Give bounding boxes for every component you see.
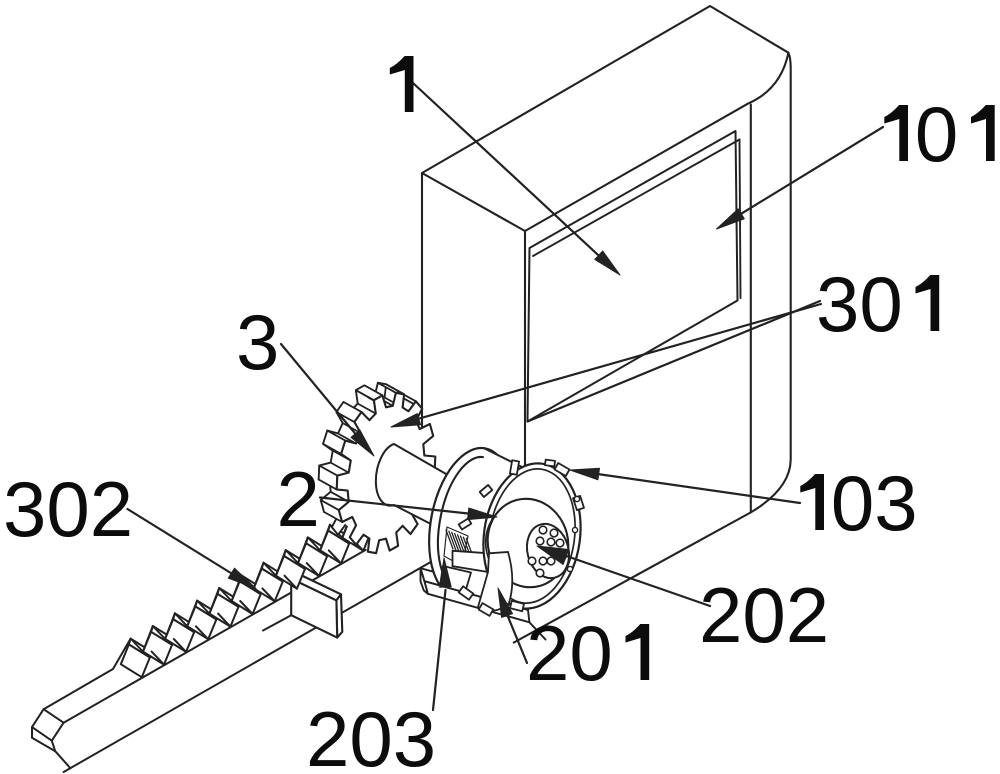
svg-text:0: 0 xyxy=(859,260,902,348)
svg-text:0: 0 xyxy=(46,465,89,553)
svg-text:3: 3 xyxy=(3,465,46,553)
svg-text:2: 2 xyxy=(699,571,742,659)
svg-text:2: 2 xyxy=(277,455,320,543)
svg-text:3: 3 xyxy=(236,298,279,386)
svg-text:0: 0 xyxy=(349,695,392,774)
svg-text:0: 0 xyxy=(831,459,874,547)
svg-text:2: 2 xyxy=(306,695,349,774)
svg-text:3: 3 xyxy=(393,695,436,774)
svg-text:0: 0 xyxy=(915,90,958,178)
svg-text:0: 0 xyxy=(569,609,612,697)
svg-text:2: 2 xyxy=(786,571,829,659)
svg-text:3: 3 xyxy=(874,459,917,547)
svg-text:2: 2 xyxy=(526,609,569,697)
svg-text:3: 3 xyxy=(816,260,859,348)
svg-text:0: 0 xyxy=(742,571,785,659)
svg-text:2: 2 xyxy=(90,465,133,553)
